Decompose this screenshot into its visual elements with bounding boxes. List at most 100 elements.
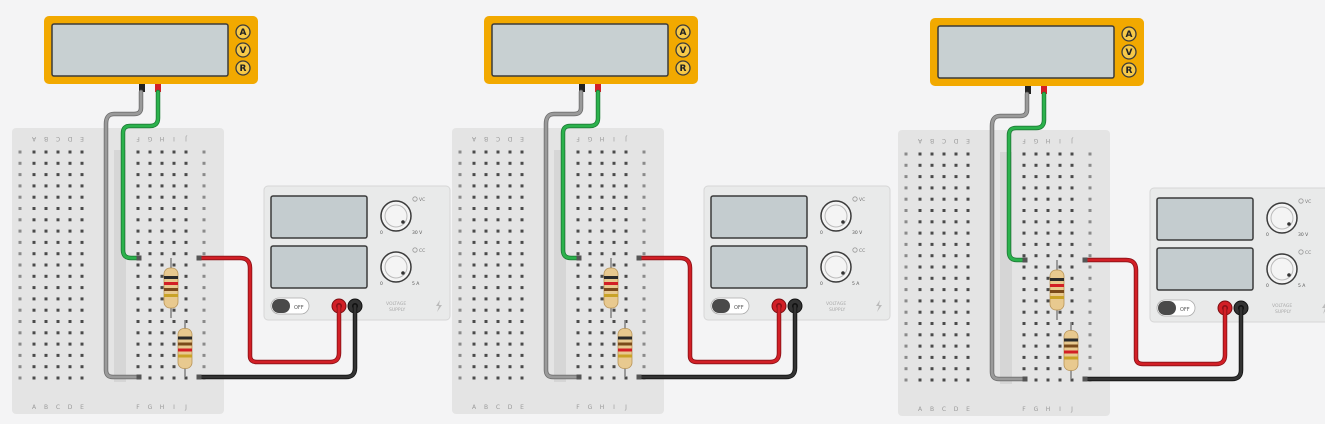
breadboard-hole[interactable] (520, 263, 524, 267)
breadboard-hole[interactable] (32, 297, 36, 301)
rail-hole[interactable] (202, 240, 206, 244)
red-wire[interactable] (1083, 258, 1227, 366)
breadboard-hole[interactable] (918, 186, 922, 190)
breadboard-hole[interactable] (148, 308, 152, 312)
breadboard-hole[interactable] (32, 173, 36, 177)
breadboard-hole[interactable] (1022, 333, 1026, 337)
breadboard-hole[interactable] (576, 229, 580, 233)
breadboard-hole[interactable] (472, 286, 476, 290)
breadboard-hole[interactable] (930, 344, 934, 348)
breadboard-hole[interactable] (1070, 152, 1074, 156)
breadboard-hole[interactable] (942, 333, 946, 337)
breadboard-hole[interactable] (576, 207, 580, 210)
breadboard-hole[interactable] (600, 263, 604, 267)
multimeter-mode-r-button[interactable] (675, 60, 691, 76)
rail-hole[interactable] (202, 150, 206, 154)
rail-hole[interactable] (904, 231, 908, 235)
breadboard-hole[interactable] (624, 376, 628, 380)
wire-endpoint[interactable] (576, 374, 582, 380)
rail-hole[interactable] (642, 240, 646, 244)
wire-endpoint[interactable] (196, 374, 202, 380)
breadboard-hole[interactable] (484, 342, 488, 346)
breadboard-hole[interactable] (68, 353, 72, 357)
breadboard-hole[interactable] (1070, 186, 1074, 190)
breadboard-hole[interactable] (600, 320, 604, 323)
breadboard-hole[interactable] (160, 229, 164, 233)
rail-hole[interactable] (202, 173, 206, 177)
breadboard-hole[interactable] (954, 333, 958, 337)
breadboard-hole[interactable] (68, 320, 72, 323)
breadboard-hole[interactable] (520, 161, 524, 165)
rail-hole[interactable] (1088, 299, 1092, 303)
breadboard-hole[interactable] (918, 242, 922, 246)
breadboard-hole[interactable] (172, 218, 176, 222)
breadboard-hole[interactable] (520, 207, 524, 210)
breadboard-hole[interactable] (1022, 209, 1026, 212)
breadboard-hole[interactable] (588, 150, 592, 154)
breadboard-hole[interactable] (1022, 344, 1026, 348)
breadboard-hole[interactable] (520, 252, 524, 256)
breadboard-hole[interactable] (600, 207, 604, 210)
breadboard-hole[interactable] (588, 320, 592, 323)
breadboard-hole[interactable] (612, 320, 616, 323)
breadboard-hole[interactable] (930, 265, 934, 269)
breadboard-hole[interactable] (954, 378, 958, 382)
breadboard-hole[interactable] (56, 184, 60, 188)
breadboard-hole[interactable] (588, 161, 592, 165)
breadboard-hole[interactable] (44, 150, 48, 154)
breadboard-hole[interactable] (56, 150, 60, 154)
breadboard-hole[interactable] (472, 274, 476, 278)
breadboard-hole[interactable] (588, 173, 592, 177)
breadboard-hole[interactable] (918, 163, 922, 167)
breadboard-hole[interactable] (600, 240, 604, 244)
rail-hole[interactable] (202, 308, 206, 312)
breadboard-hole[interactable] (624, 263, 628, 267)
breadboard-hole[interactable] (966, 299, 970, 303)
breadboard-hole[interactable] (68, 218, 72, 222)
breadboard-hole[interactable] (472, 218, 476, 222)
breadboard-hole[interactable] (600, 308, 604, 312)
breadboard-hole[interactable] (136, 320, 140, 323)
breadboard-hole[interactable] (56, 286, 60, 290)
breadboard-hole[interactable] (1022, 310, 1026, 314)
breadboard-hole[interactable] (44, 229, 48, 233)
breadboard-hole[interactable] (954, 322, 958, 325)
breadboard-hole[interactable] (184, 297, 188, 301)
breadboard-hole[interactable] (44, 286, 48, 290)
rail-hole[interactable] (18, 240, 22, 244)
rail-hole[interactable] (458, 365, 462, 369)
breadboard-hole[interactable] (918, 231, 922, 235)
rail-hole[interactable] (202, 365, 206, 369)
breadboard-hole[interactable] (32, 184, 36, 188)
breadboard-hole[interactable] (1058, 355, 1062, 359)
rail-hole[interactable] (18, 365, 22, 369)
breadboard-hole[interactable] (588, 274, 592, 278)
breadboard-hole[interactable] (484, 218, 488, 222)
breadboard-hole[interactable] (44, 365, 48, 369)
breadboard-hole[interactable] (918, 310, 922, 314)
breadboard-hole[interactable] (44, 184, 48, 188)
breadboard-hole[interactable] (508, 286, 512, 290)
gray-wire[interactable] (544, 90, 583, 379)
breadboard-hole[interactable] (68, 286, 72, 290)
red-wire[interactable] (197, 256, 341, 364)
multimeter-mode-a-button[interactable] (235, 24, 251, 40)
rail-hole[interactable] (904, 310, 908, 314)
multimeter[interactable]: AVR (44, 16, 258, 92)
breadboard-hole[interactable] (184, 252, 188, 256)
breadboard-hole[interactable] (1046, 220, 1050, 224)
rail-hole[interactable] (18, 207, 22, 210)
breadboard-hole[interactable] (172, 263, 176, 267)
rail-hole[interactable] (642, 365, 646, 369)
breadboard-hole[interactable] (600, 376, 604, 380)
breadboard-hole[interactable] (942, 242, 946, 246)
breadboard-hole[interactable] (56, 297, 60, 301)
breadboard-hole[interactable] (80, 207, 84, 210)
breadboard-hole[interactable] (148, 376, 152, 380)
breadboard-hole[interactable] (484, 161, 488, 165)
breadboard-hole[interactable] (484, 173, 488, 177)
breadboard-hole[interactable] (44, 297, 48, 301)
rail-hole[interactable] (1088, 231, 1092, 235)
breadboard-hole[interactable] (484, 207, 488, 210)
breadboard-hole[interactable] (520, 229, 524, 233)
